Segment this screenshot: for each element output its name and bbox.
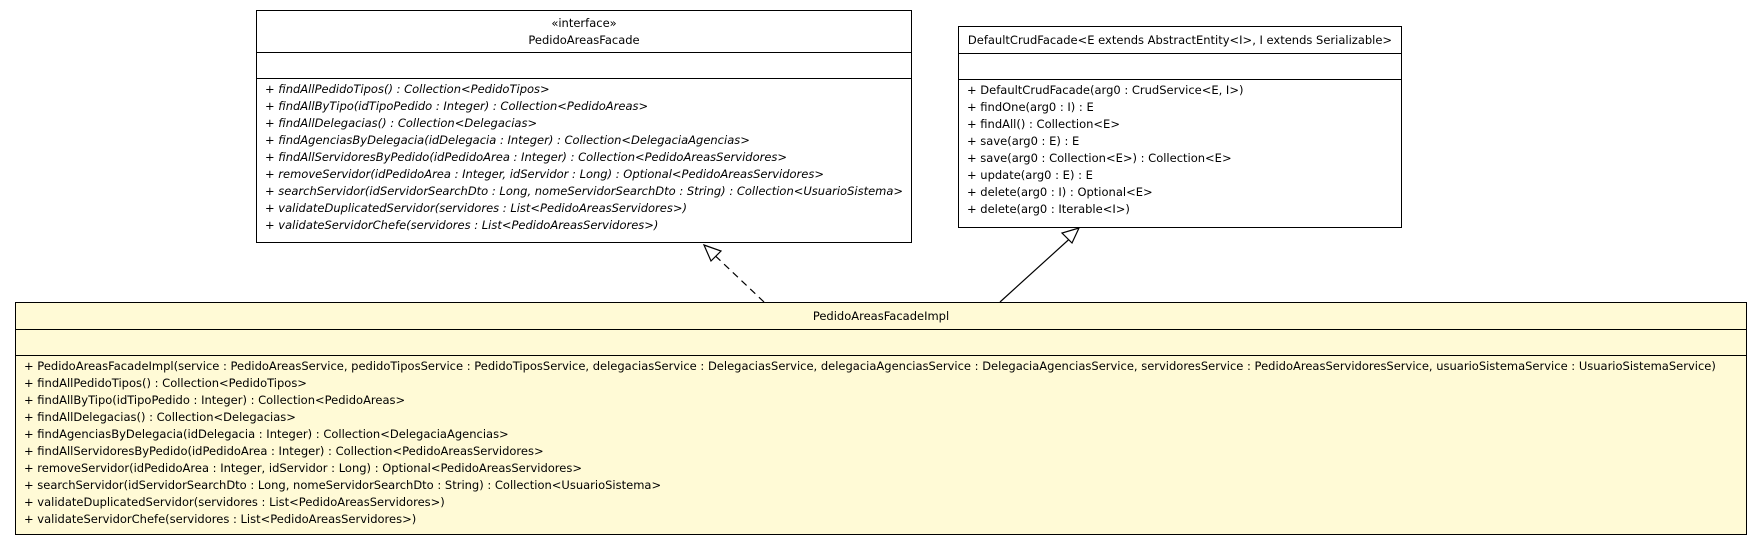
crud-operation: + findOne(arg0 : I) : E (967, 100, 1094, 114)
interface-operation: + validateDuplicatedServidor(servidores … (265, 201, 687, 215)
interface-operation: + validateServidorChefe(servidores : Lis… (265, 218, 659, 232)
crud-operation: + delete(arg0 : I) : Optional<E> (967, 185, 1153, 199)
interface-operations: + findAllPedidoTipos() : Collection<Pedi… (257, 79, 911, 234)
impl-operation: + searchServidor(idServidorSearchDto : L… (24, 478, 662, 492)
impl-class-name: PedidoAreasFacadeImpl (812, 309, 950, 323)
impl-operation: + findAllPedidoTipos() : Collection<Pedi… (24, 376, 307, 390)
interface-attributes-compartment (257, 53, 911, 79)
crud-operation: + save(arg0 : E) : E (967, 134, 1080, 148)
interface-operation: + findAgenciasByDelegacia(idDelegacia : … (265, 133, 750, 147)
class-default-crud-facade: DefaultCrudFacade<E extends AbstractEnti… (958, 26, 1402, 228)
impl-operation: + findAllDelegacias() : Collection<Deleg… (24, 410, 296, 424)
crud-operation: + update(arg0 : E) : E (967, 168, 1093, 182)
crud-operation: + delete(arg0 : Iterable<I>) (967, 202, 1130, 216)
impl-operation: + validateDuplicatedServidor(servidores … (24, 495, 445, 509)
interface-operation: + findAllDelegacias() : Collection<Deleg… (265, 116, 538, 130)
interface-header: «interface» PedidoAreasFacade (257, 11, 911, 53)
generalization-edge (999, 227, 1081, 303)
crud-class-name: DefaultCrudFacade<E extends AbstractEnti… (967, 33, 1393, 47)
interface-operation: + searchServidor(idServidorSearchDto : L… (265, 184, 904, 198)
impl-operation: + findAllServidoresByPedido(idPedidoArea… (24, 444, 544, 458)
interface-operation: + findAllServidoresByPedido(idPedidoArea… (265, 150, 788, 164)
interface-name: PedidoAreasFacade (528, 33, 640, 47)
crud-operation: + save(arg0 : Collection<E>) : Collectio… (967, 151, 1232, 165)
interface-stereotype: «interface» (551, 16, 617, 30)
crud-attributes-compartment (959, 54, 1401, 80)
crud-operations: + DefaultCrudFacade(arg0 : CrudService<E… (959, 80, 1401, 218)
impl-operation: + removeServidor(idPedidoArea : Integer,… (24, 461, 582, 475)
interface-operation: + removeServidor(idPedidoArea : Integer,… (265, 167, 824, 181)
realization-arrowhead (702, 243, 723, 263)
impl-operations: + PedidoAreasFacadeImpl(service : Pedido… (16, 356, 1746, 528)
class-pedido-areas-facade-impl: PedidoAreasFacadeImpl + PedidoAreasFacad… (15, 302, 1747, 535)
impl-operation: + findAgenciasByDelegacia(idDelegacia : … (24, 427, 509, 441)
impl-header: PedidoAreasFacadeImpl (16, 303, 1746, 330)
impl-operation: + PedidoAreasFacadeImpl(service : Pedido… (24, 359, 1716, 373)
interface-operation: + findAllByTipo(idTipoPedido : Integer) … (265, 99, 649, 113)
impl-operation: + validateServidorChefe(servidores : Lis… (24, 512, 417, 526)
interface-pedido-areas-facade: «interface» PedidoAreasFacade + findAllP… (256, 10, 912, 243)
interface-operation: + findAllPedidoTipos() : Collection<Pedi… (265, 82, 550, 96)
crud-operation: + findAll() : Collection<E> (967, 117, 1120, 131)
generalization-arrowhead (1060, 227, 1081, 245)
generalization-line (999, 232, 1077, 303)
impl-attributes-compartment (16, 330, 1746, 356)
crud-operation: + DefaultCrudFacade(arg0 : CrudService<E… (967, 83, 1244, 97)
crud-header: DefaultCrudFacade<E extends AbstractEnti… (959, 27, 1401, 54)
realization-edge (702, 243, 765, 303)
impl-operation: + findAllByTipo(idTipoPedido : Integer) … (24, 393, 406, 407)
